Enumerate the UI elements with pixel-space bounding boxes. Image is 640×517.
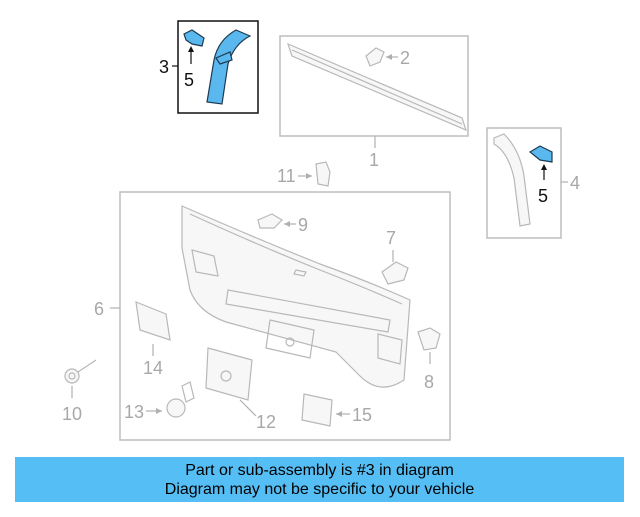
banner-line-2: Diagram may not be specific to your vehi…	[164, 480, 475, 498]
part-13-bulb	[166, 398, 186, 418]
callout-3: 3	[159, 57, 169, 77]
arrow-9	[284, 221, 290, 227]
part-6-trim-pocket-right	[377, 333, 403, 365]
part-10-screw-shank	[77, 359, 97, 373]
arrow-5-right	[541, 164, 547, 170]
part-6-handle-bolt	[285, 337, 295, 347]
part-6-trim-pocket-left	[191, 249, 219, 277]
part-3-box	[177, 20, 259, 114]
callout-2: 2	[400, 48, 410, 68]
part-12-lamp-lens	[220, 370, 232, 382]
callout-13: 13	[124, 402, 144, 422]
part-15-cover	[301, 393, 333, 427]
part-6-trim-channel	[225, 289, 391, 333]
arrow-5-left	[188, 46, 194, 52]
part-6-tab	[293, 269, 307, 277]
leader-12	[239, 399, 257, 417]
part-3-group[interactable]: 3 5	[159, 20, 259, 114]
banner-line-1: Part or sub-assembly is #3 in diagram	[185, 461, 454, 479]
part-2-clip	[365, 47, 385, 67]
callout-12: 12	[256, 412, 276, 432]
callout-10: 10	[62, 404, 82, 424]
part-9-clip	[257, 213, 283, 229]
arrow-15	[336, 411, 342, 417]
part-6-handle-recess	[265, 319, 315, 359]
part-10-screw-recess	[68, 372, 76, 380]
callout-11: 11	[277, 166, 296, 186]
callout-1: 1	[369, 150, 379, 170]
part-4-box	[486, 127, 562, 239]
part-3-trim	[206, 29, 252, 105]
callout-15: 15	[352, 405, 372, 425]
arrow-2	[386, 54, 392, 60]
part-4-group[interactable]: 5 4	[486, 127, 580, 239]
callout-5-right: 5	[538, 186, 548, 206]
callout-8: 8	[424, 372, 434, 392]
part-6-box	[119, 191, 451, 441]
callout-5-left: 5	[184, 70, 194, 90]
part-11-clip	[315, 161, 331, 187]
part-5-clip-left	[183, 29, 205, 47]
part-14-cover	[135, 301, 171, 341]
part-1-box	[279, 35, 469, 137]
part-13-socket	[181, 381, 195, 403]
part-6-group[interactable]: 6 9 7 8 14 12 13	[94, 191, 451, 441]
callout-7: 7	[386, 228, 396, 248]
part-12-lamp	[205, 347, 253, 401]
part-4-trim	[493, 133, 531, 227]
part-1-group[interactable]: 2 1	[279, 35, 469, 170]
callout-6: 6	[94, 299, 104, 319]
callout-4: 4	[570, 173, 580, 193]
part-1-garnish-edge	[291, 49, 463, 125]
arrow-11	[306, 173, 312, 179]
part-8-clip	[417, 327, 441, 351]
callout-14: 14	[143, 358, 163, 378]
part-6-door-trim	[181, 205, 411, 388]
part-3-trim-tab	[215, 51, 233, 65]
callout-9: 9	[298, 215, 308, 235]
part-5-clip-right	[528, 145, 553, 163]
part-6-trim-inner	[189, 213, 403, 305]
part-10-group[interactable]: 10	[62, 359, 97, 424]
part-11-group[interactable]: 11	[277, 161, 331, 187]
info-banner: Part or sub-assembly is #3 in diagram Di…	[15, 457, 624, 502]
arrow-13	[156, 408, 162, 414]
part-10-screw-head	[64, 368, 80, 384]
part-7-clip	[381, 261, 409, 285]
